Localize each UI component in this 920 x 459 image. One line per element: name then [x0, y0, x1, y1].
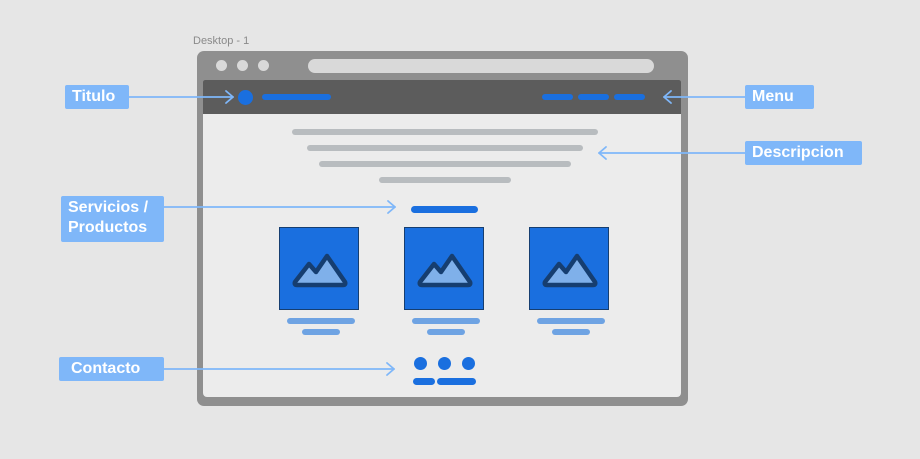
card-caption-line	[552, 329, 590, 335]
window-control-dot[interactable]	[237, 60, 248, 71]
annotation-contacto: Contacto	[59, 357, 164, 381]
card-caption-line	[537, 318, 605, 324]
menu-item-placeholder[interactable]	[578, 94, 609, 100]
annotation-productos-line: Productos	[68, 219, 148, 236]
frame-name: Desktop - 1	[193, 35, 250, 47]
annotation-menu: Menu	[745, 85, 814, 109]
description-line	[292, 129, 598, 135]
logo-icon[interactable]	[238, 90, 253, 105]
contacto-arrowhead	[386, 362, 395, 376]
window-control-dot[interactable]	[258, 60, 269, 71]
contact-info-placeholder	[437, 378, 476, 385]
titulo-arrowhead	[225, 90, 234, 104]
card-caption-line	[287, 318, 355, 324]
services-heading-placeholder	[411, 206, 478, 213]
menu-item-placeholder[interactable]	[614, 94, 645, 100]
card-caption-line	[302, 329, 340, 335]
contact-social-icon[interactable]	[462, 357, 475, 370]
annotation-servicios-productos: Servicios / Productos	[61, 196, 164, 242]
annotation-servicios-line: Servicios /	[68, 199, 149, 216]
card-caption-line	[412, 318, 480, 324]
annotation-descripcion: Descripcion	[745, 141, 862, 165]
menu-item-placeholder[interactable]	[542, 94, 573, 100]
service-card-image[interactable]	[279, 227, 359, 310]
description-line	[319, 161, 571, 167]
service-card-image[interactable]	[529, 227, 609, 310]
mountain-image-icon	[292, 253, 348, 288]
card-caption-line	[427, 329, 465, 335]
address-bar[interactable]	[308, 59, 654, 73]
window-control-dot[interactable]	[216, 60, 227, 71]
servicios-arrowhead	[387, 200, 396, 214]
description-line	[379, 177, 511, 183]
service-card-image[interactable]	[404, 227, 484, 310]
description-line	[307, 145, 583, 151]
contact-social-icon[interactable]	[414, 357, 427, 370]
menu-arrowhead	[663, 90, 672, 104]
contact-social-icon[interactable]	[438, 357, 451, 370]
descripcion-arrowhead	[598, 146, 607, 160]
site-title-placeholder	[262, 94, 331, 100]
contact-info-placeholder	[413, 378, 435, 385]
mountain-image-icon	[417, 253, 473, 288]
annotation-titulo: Titulo	[65, 85, 129, 109]
mountain-image-icon	[542, 253, 598, 288]
